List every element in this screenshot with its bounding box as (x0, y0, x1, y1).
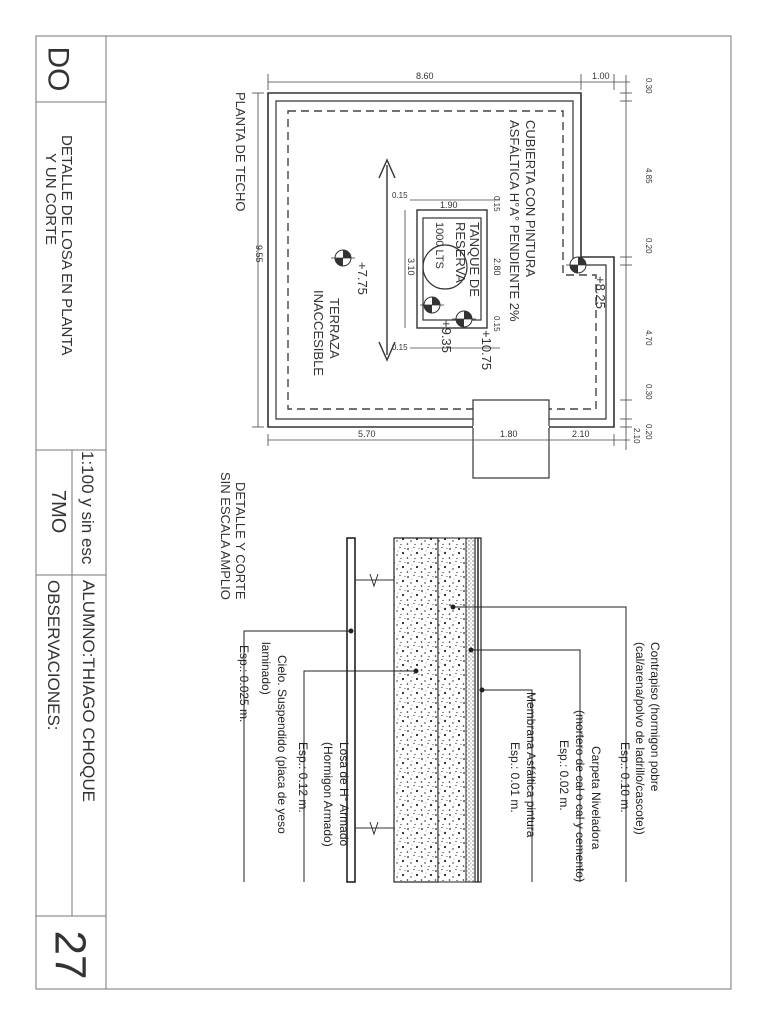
terrace-label-line1: TERRAZA (327, 298, 342, 359)
leader-carpeta (471, 649, 581, 882)
level-825: +8.25 (593, 276, 608, 309)
plan-outer-wall (267, 92, 615, 428)
section-title-line1: DETALLE Y CORTE (233, 482, 248, 600)
dim-right-1: 0.30 (644, 78, 653, 94)
contrapiso-line2: (cal/arena/polvo de ladrillo/cascote)) (633, 642, 647, 835)
dim-bottom-right: 2.10 (572, 429, 590, 439)
level-marker-775 (331, 249, 355, 267)
roof-note-line1: CUBIERTA CON PINTURA (523, 120, 538, 277)
membrana-line1: Membrana Asfáltica pintura (524, 692, 538, 838)
dim-right-7: 0.20 (644, 424, 653, 440)
layer-carpeta (465, 537, 476, 883)
title-line-2: Y UN CORTE (42, 153, 59, 245)
dim-bottom-left: 5.70 (358, 429, 376, 439)
tank-label-line3: 1000 LTS (433, 222, 445, 269)
dim-top-right: 1.00 (592, 71, 610, 81)
section-detail: DETALLE Y CORTE SIN ESCALA AMPLIO (218, 472, 662, 883)
hanger-1 (355, 573, 394, 588)
layer-contrapiso (437, 537, 467, 883)
roof-plan: PLANTA DE TECHO CUBIERTA CON PINTURA ASF… (233, 71, 653, 479)
roof-note-line2: ASFÁLTICA H°A° PENDIENTE 2% (507, 120, 522, 322)
plan-dashed-edge (287, 110, 597, 410)
layer-cielo (346, 537, 356, 883)
sheet-number: 27 (46, 931, 95, 980)
tank-circle (422, 244, 468, 290)
dim-tank-width: 1.90 (440, 200, 458, 210)
title-block (35, 35, 732, 990)
terrace-label-line2: INACCESIBLE (311, 290, 326, 376)
title-line-1: DETALLE DE LOSA EN PLANTA (58, 135, 75, 355)
level-1075: +10.75 (479, 330, 494, 370)
leader-cielo (243, 630, 351, 882)
cielo-line3: Esp.: 0.025 m. (237, 645, 251, 722)
dim-left-height: 9.55 (254, 245, 264, 263)
level-marker-935 (420, 296, 444, 314)
leader-membrana (482, 689, 533, 882)
cielo-line2: laminado) (259, 642, 273, 695)
dim-top-width: 8.60 (416, 71, 434, 81)
tank-outer (416, 209, 488, 329)
losa-line1: Losa de H° Armado (337, 742, 351, 847)
tank-label-line2: RESERVA (453, 222, 468, 283)
losa-line3: Esp.: 0.12 m. (296, 742, 310, 813)
dim-tank-small-1: 0.15 (492, 196, 501, 212)
plan-title: PLANTA DE TECHO (233, 92, 248, 211)
dim-right-5: 0.30 (644, 384, 653, 400)
level-935: +9.35 (439, 320, 454, 353)
tank-label-line1: TANQUE DE (467, 222, 482, 297)
carpeta-line1: Carpeta Niveladora (589, 746, 603, 850)
observations-label: OBSERVACIONES: (44, 580, 63, 731)
level-775: +7.75 (355, 262, 370, 295)
hanger-2 (355, 821, 394, 836)
contrapiso-line3: Esp.: 0.10 m. (618, 742, 632, 813)
leader-losa (303, 670, 416, 882)
level-marker-1075 (452, 310, 476, 328)
contrapiso-line1: Contrapiso (hormigon pobre (648, 642, 662, 792)
level-marker-825 (566, 256, 590, 274)
carpeta-line2: (mortero de cal o cal y cemento) (573, 710, 587, 882)
dim-tank-inner: 2.80 (492, 258, 502, 276)
dim-bottom-mid: 1.80 (500, 429, 518, 439)
title-abbrev: DO (42, 47, 75, 92)
student-label: ALUMNO:THIAGO CHOQUE (79, 580, 98, 802)
dim-right-2: 4.85 (644, 168, 653, 184)
layer-losa (393, 537, 439, 883)
stair-box (472, 399, 550, 479)
dim-tank-height: 3.10 (406, 258, 416, 276)
section-title-line2: SIN ESCALA AMPLIO (218, 472, 233, 600)
membrana-line2: Esp.: 0.01 m. (508, 742, 522, 813)
dim-right-4: 4.70 (644, 330, 653, 346)
dim-right-3: 0.20 (644, 238, 653, 254)
plan-inner-wall (275, 100, 607, 420)
dim-tank-offset-bottom: 0.15 (392, 343, 408, 352)
scale-label: 1:100 y sin esc (78, 451, 97, 565)
course-label: 7MO (47, 490, 69, 533)
carpeta-line3: Esp.: 0.02 m. (557, 740, 571, 811)
dim-right-6: 2.10 (632, 428, 641, 444)
dim-tank-small-2: 0.15 (492, 316, 501, 332)
dim-tank-offset-top: 0.15 (392, 191, 408, 200)
cielo-line1: Cielo. Suspendido (placa de yeso (275, 655, 289, 834)
losa-line2: (Hormigon Armado) (321, 742, 335, 847)
leader-contrapiso (453, 606, 627, 882)
